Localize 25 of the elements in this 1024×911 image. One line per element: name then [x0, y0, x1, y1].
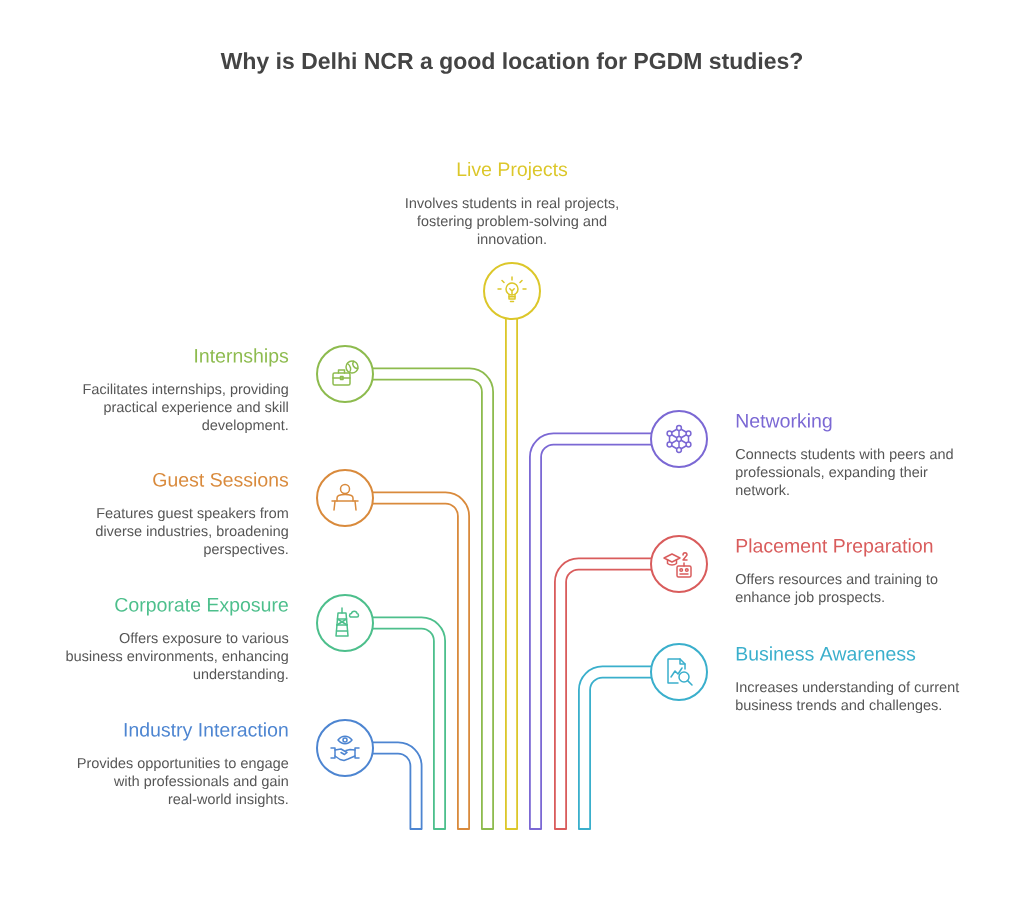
icon-circle	[316, 594, 374, 652]
heading: Corporate Exposure	[115, 597, 288, 616]
heading: Networking	[736, 413, 832, 432]
icon-circle	[650, 643, 708, 701]
heading: Live Projects	[457, 161, 568, 181]
heading: Placement Preparation	[736, 538, 933, 557]
description: Involves students in real projects, fostering problem-solving and innovation.	[406, 197, 618, 245]
description: Connects students with peers and professionals, expanding their network.	[735, 448, 953, 496]
icon-circle	[316, 469, 374, 527]
icon-circle	[650, 410, 708, 468]
description: Increases understanding of current business trends and challenges.	[736, 681, 960, 714]
icon-circle	[316, 345, 374, 403]
description: Offers exposure to various business environments, enhancing understanding.	[66, 632, 289, 683]
icon-circle	[316, 719, 374, 777]
heading: Business Awareness	[736, 646, 916, 661]
description: Features guest speakers from diverse industries, broadening perspectives.	[95, 507, 288, 558]
icon-circle	[483, 262, 541, 320]
title: Why is Delhi NCR a good location for PGDM studies?	[220, 52, 802, 74]
heading: Guest Sessions	[153, 472, 289, 487]
icon-circle	[650, 535, 708, 593]
description: Provides opportunities to engage with professionals and gain real-world insights.	[78, 757, 289, 808]
heading: Internships	[195, 348, 289, 367]
heading: Industry Interaction	[124, 722, 288, 741]
description: Facilitates internships, providing practical experience and skill development.	[83, 383, 288, 434]
description: Offers resources and training to enhance job prospects.	[735, 573, 938, 606]
